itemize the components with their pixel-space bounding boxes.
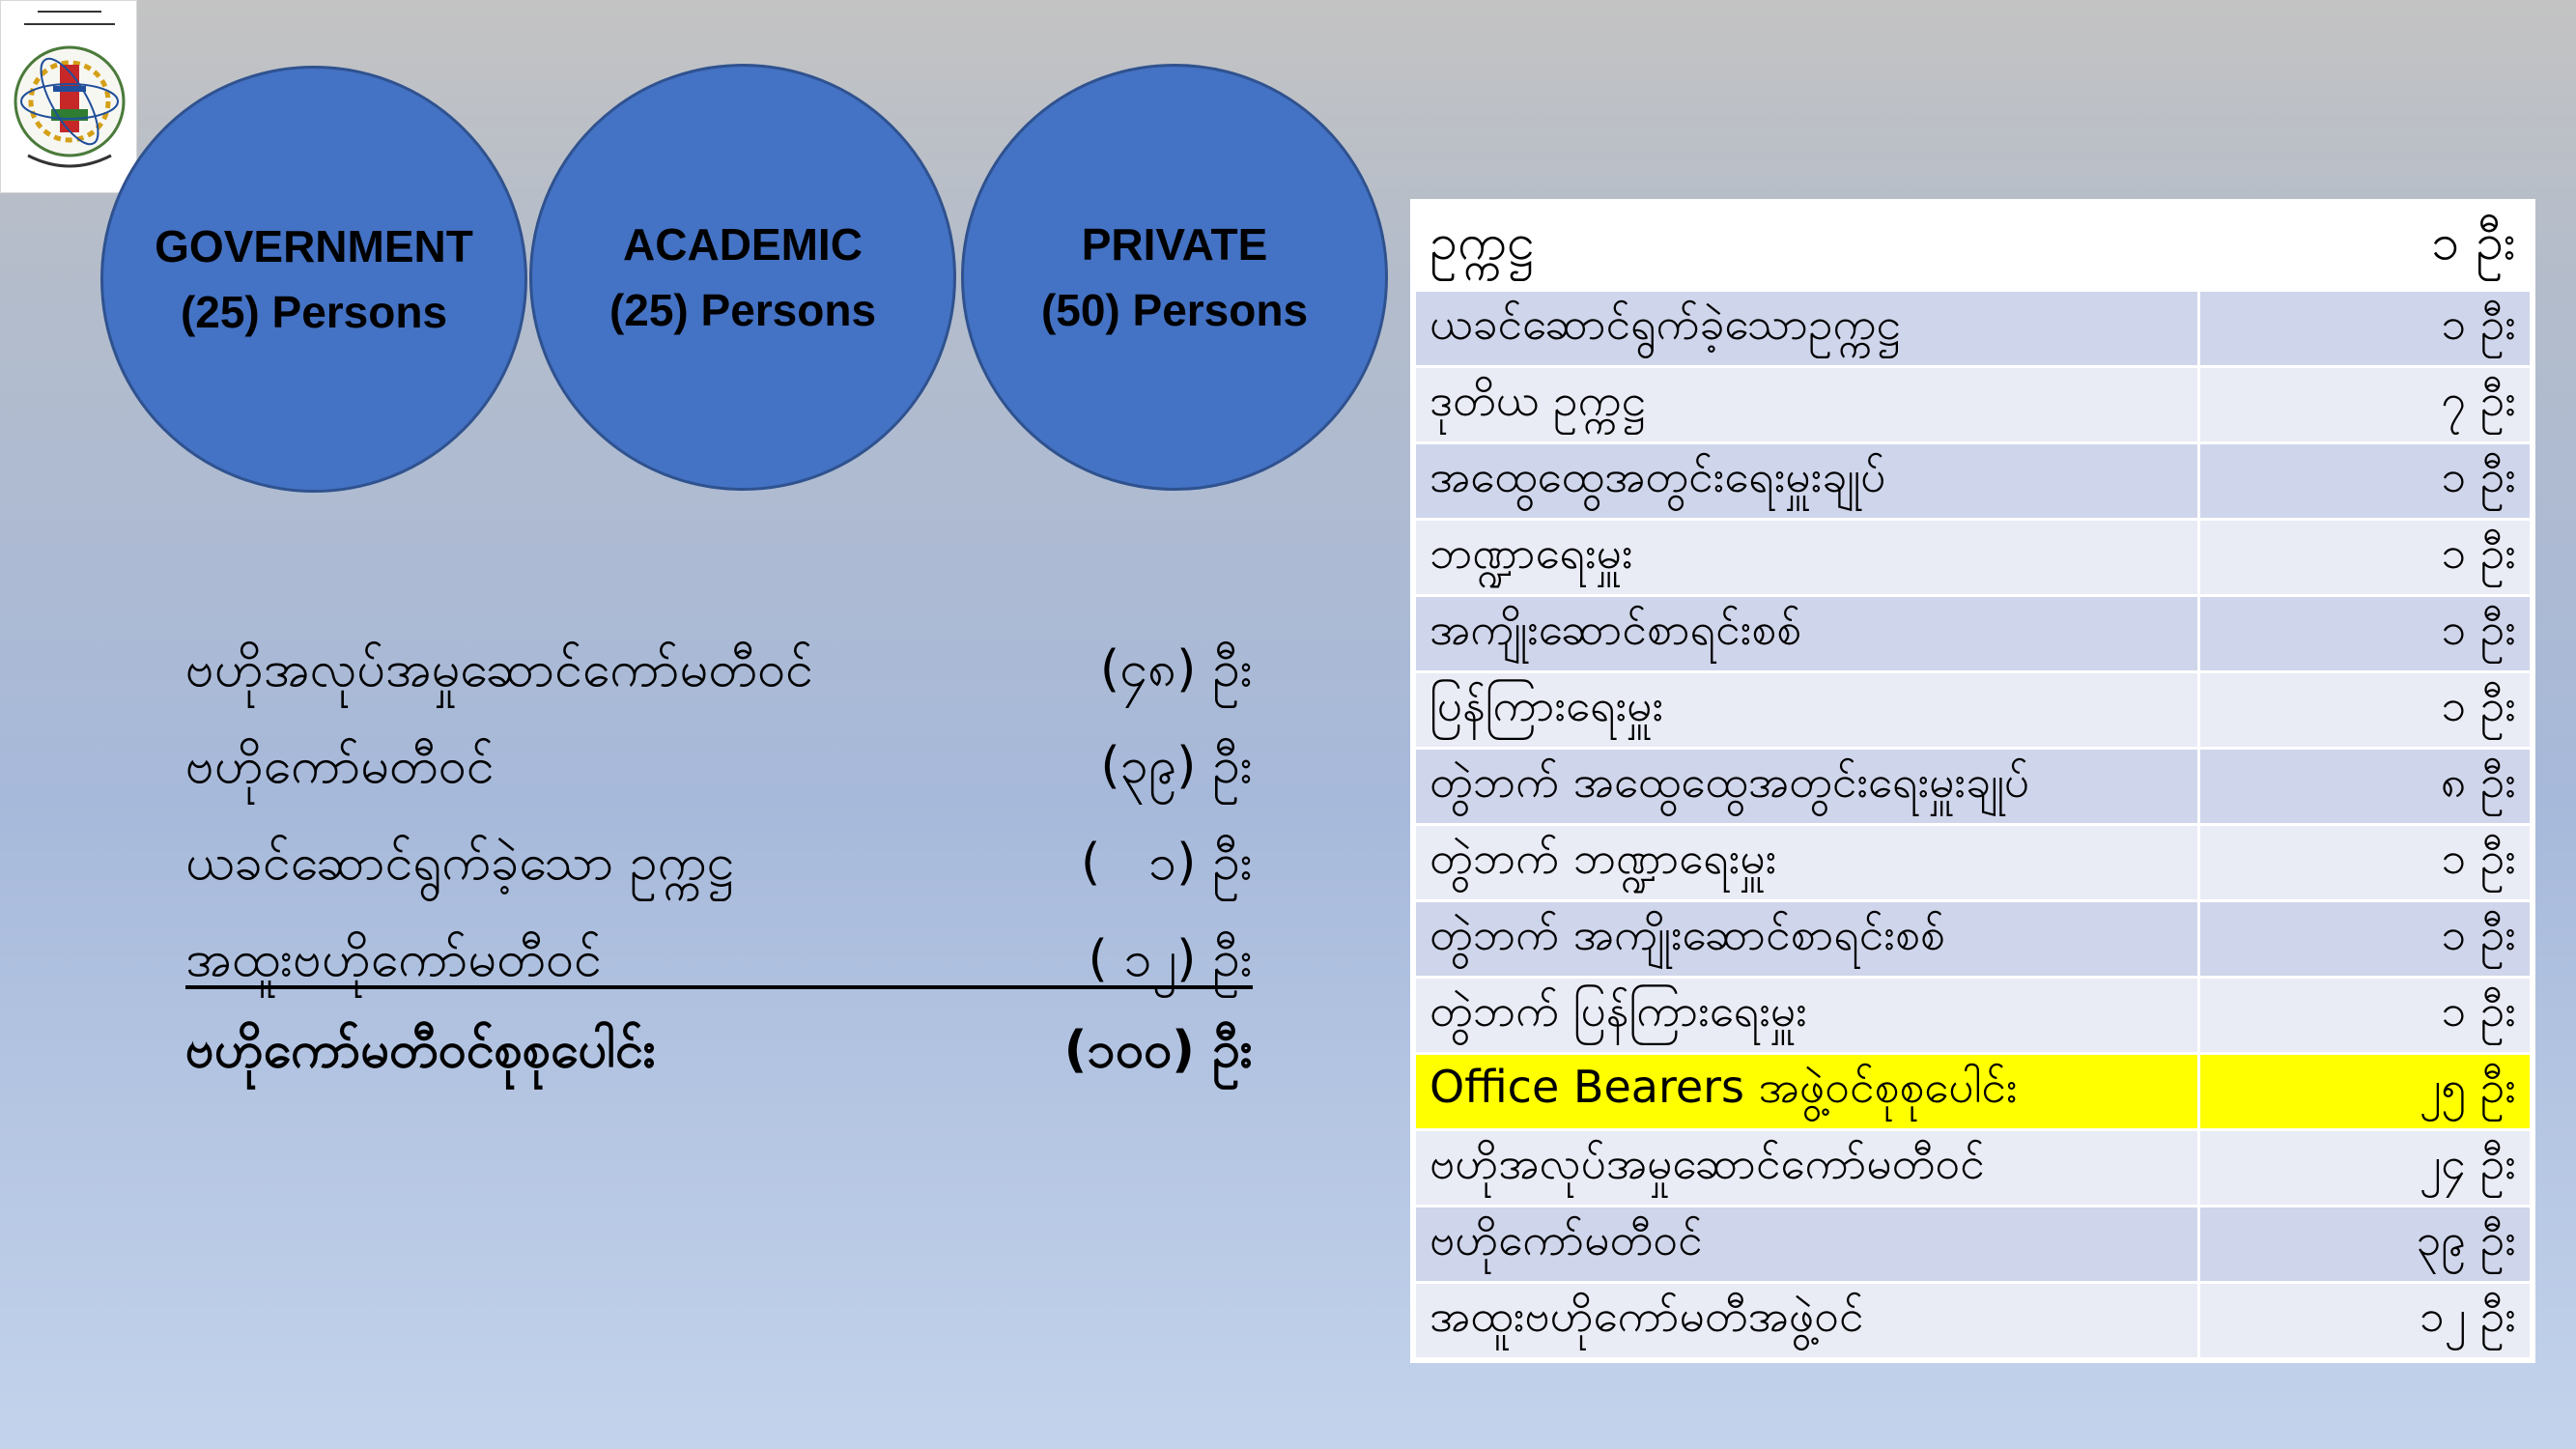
table-cell-label: Office Bearers အဖွဲ့ဝင်စုစုပေါင်း [1413, 1052, 2200, 1131]
table-cell-value: ၂၅ ဦး [2197, 1052, 2533, 1131]
table-cell-label: ဗဟိုကော်မတီဝင် [1413, 1205, 2200, 1284]
summary-row: ဗဟိုအလုပ်အမှုဆောင်ကော်မတီဝင် (၄၈) ဦး [185, 626, 1253, 723]
private-count: (50) Persons [1040, 285, 1309, 335]
summary-label: ဗဟိုကော်မတီဝင် [185, 737, 495, 795]
table-cell-label: ဥက္ကဋ္ဌ [1413, 202, 2200, 292]
table-row: ဒုတိယ ဥက္ကဋ္ဌ ၇ ဦး [1413, 365, 2533, 444]
academic-title: ACADEMIC [623, 219, 863, 270]
table-row: ဘဏ္ဍာရေးမှူး ၁ ဦး [1413, 518, 2533, 597]
table-row: ဗဟိုကော်မတီဝင် ၃၉ ဦး [1413, 1205, 2533, 1284]
table-cell-label: ပြန်ကြားရေးမှူး [1413, 670, 2200, 750]
office-bearers-table: ဥက္ကဋ္ဌ ၁ ဦး ယခင်ဆောင်ရွက်ခဲ့သောဥက္ကဋ္ဌ … [1410, 199, 2535, 1363]
table-row: ဗဟိုအလုပ်အမှုဆောင်ကော်မတီဝင် ၂၄ ဦး [1413, 1128, 2533, 1208]
table-cell-value: ၁ ဦး [2197, 976, 2533, 1055]
academic-count: (25) Persons [609, 285, 877, 335]
summary-label: ဗဟိုအလုပ်အမှုဆောင်ကော်မတီဝင် [185, 640, 813, 698]
summary-label: ယခင်ဆောင်ရွက်ခဲ့သော ဥက္ကဋ္ဌ [185, 834, 734, 892]
summary-value: (၃၉) ဦး [1100, 737, 1253, 795]
table-cell-value: ၁ ဦး [2197, 594, 2533, 673]
table-cell-value: ၃၉ ဦး [2197, 1205, 2533, 1284]
committee-summary: ဗဟိုအလုပ်အမှုဆောင်ကော်မတီဝင် (၄၈) ဦး ဗဟိ… [185, 626, 1253, 1103]
summary-row: ယခင်ဆောင်ရွက်ခဲ့သော ဥက္ကဋ္ဌ ( ၁) ဦး [185, 819, 1253, 916]
private-title: PRIVATE [1081, 219, 1268, 270]
summary-value: (၄၈) ဦး [1099, 640, 1253, 698]
summary-row: ဗဟိုကော်မတီဝင် (၃၉) ဦး [185, 723, 1253, 819]
table-cell-value: ၈ ဦး [2197, 747, 2533, 826]
table-cell-label: အထွေထွေအတွင်းရေးမှူးချုပ် [1413, 441, 2200, 521]
government-count: (25) Persons [180, 287, 448, 337]
table-cell-value: ၇ ဦး [2197, 365, 2533, 444]
table-cell-value: ၁ ဦး [2197, 202, 2533, 292]
government-circle: GOVERNMENT (25) Persons [100, 66, 527, 493]
summary-label: အထူးဗဟိုကော်မတီဝင် [185, 930, 602, 988]
table-row: ပြန်ကြားရေးမှူး ၁ ဦး [1413, 670, 2533, 750]
table-cell-value: ၂၄ ဦး [2197, 1128, 2533, 1208]
table-row: တွဲဘက် အကျိုးဆောင်စာရင်းစစ် ၁ ဦး [1413, 899, 2533, 979]
government-title: GOVERNMENT [155, 221, 473, 271]
table-cell-value: ၁၂ ဦး [2197, 1281, 2533, 1360]
table-cell-label: တွဲဘက် အကျိုးဆောင်စာရင်းစစ် [1413, 899, 2200, 979]
table-cell-value: ၁ ဦး [2197, 670, 2533, 750]
table-row: အထွေထွေအတွင်းရေးမှူးချုပ် ၁ ဦး [1413, 441, 2533, 521]
table-cell-value: ၁ ဦး [2197, 899, 2533, 979]
summary-value: ( ၁၂) ဦး [1088, 930, 1253, 988]
table-cell-value: ၁ ဦး [2197, 441, 2533, 521]
table-cell-label: တွဲဘက် ဘဏ္ဍာရေးမှူး [1413, 823, 2200, 902]
table-row: ဥက္ကဋ္ဌ ၁ ဦး [1413, 202, 2533, 292]
table-cell-label: တွဲဘက် ပြန်ကြားရေးမှူး [1413, 976, 2200, 1055]
table-cell-label: အကျိုးဆောင်စာရင်းစစ် [1413, 594, 2200, 673]
table-row: တွဲဘက် ပြန်ကြားရေးမှူး ၁ ဦး [1413, 976, 2533, 1055]
federation-logo [0, 0, 137, 193]
table-row: ယခင်ဆောင်ရွက်ခဲ့သောဥက္ကဋ္ဌ ၁ ဦး [1413, 289, 2533, 368]
academic-circle: ACADEMIC (25) Persons [529, 64, 956, 491]
summary-value: ( ၁) ဦး [1081, 834, 1253, 892]
table-row: အထူးဗဟိုကော်မတီအဖွဲ့ဝင် ၁၂ ဦး [1413, 1281, 2533, 1360]
table-cell-label: တွဲဘက် အထွေထွေအတွင်းရေးမှူးချုပ် [1413, 747, 2200, 826]
table-row: တွဲဘက် အထွေထွေအတွင်းရေးမှူးချုပ် ၈ ဦး [1413, 747, 2533, 826]
table-cell-label: ဗဟိုအလုပ်အမှုဆောင်ကော်မတီဝင် [1413, 1128, 2200, 1208]
private-circle: PRIVATE (50) Persons [961, 64, 1388, 491]
table-cell-value: ၁ ဦး [2197, 518, 2533, 597]
summary-row: အထူးဗဟိုကော်မတီဝင် ( ၁၂) ဦး [185, 916, 1253, 989]
table-cell-label: ယခင်ဆောင်ရွက်ခဲ့သောဥက္ကဋ္ဌ [1413, 289, 2200, 368]
table-cell-value: ၁ ဦး [2197, 823, 2533, 902]
table-row: အကျိုးဆောင်စာရင်းစစ် ၁ ဦး [1413, 594, 2533, 673]
summary-total-label: ဗဟိုကော်မတီဝင်စုစုပေါင်း [185, 1021, 656, 1079]
summary-total-row: ဗဟိုကော်မတီဝင်စုစုပေါင်း (၁၀၀) ဦး [185, 1007, 1253, 1103]
table-cell-label: ဘဏ္ဍာရေးမှူး [1413, 518, 2200, 597]
engineering-society-emblem-icon [14, 7, 126, 168]
table-cell-value: ၁ ဦး [2197, 289, 2533, 368]
table-cell-label: ဒုတိယ ဥက္ကဋ္ဌ [1413, 365, 2200, 444]
table-row: တွဲဘက် ဘဏ္ဍာရေးမှူး ၁ ဦး [1413, 823, 2533, 902]
table-row-highlighted: Office Bearers အဖွဲ့ဝင်စုစုပေါင်း ၂၅ ဦး [1413, 1052, 2533, 1131]
table-cell-label: အထူးဗဟိုကော်မတီအဖွဲ့ဝင် [1413, 1281, 2200, 1360]
summary-total-value: (၁၀၀) ဦး [1063, 1021, 1253, 1079]
